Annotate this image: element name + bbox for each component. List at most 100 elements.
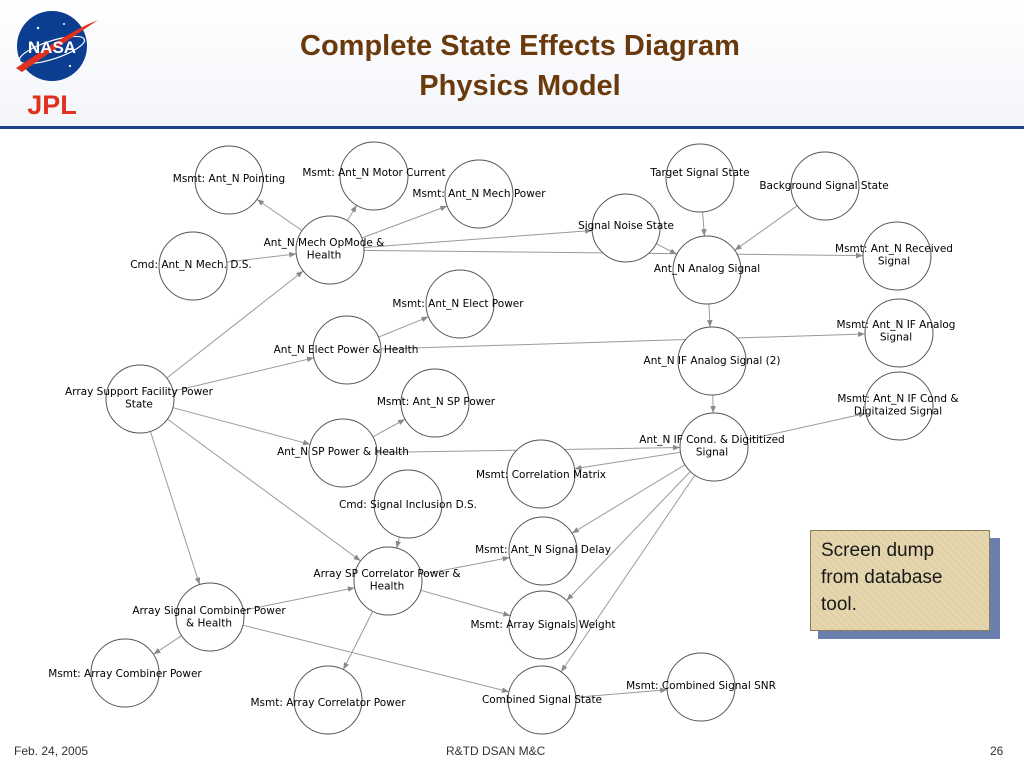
title-line-2: Physics Model — [419, 70, 621, 102]
page-title: Complete State Effects Diagram Physics M… — [170, 26, 870, 106]
edge-n5-n1 — [256, 198, 303, 232]
edge-n28-n12 — [574, 451, 681, 471]
node-circle — [175, 582, 245, 652]
edge-n28-n29 — [747, 412, 866, 441]
diagram-node-n16: Msmt: Array Signals Weight — [470, 590, 616, 660]
diagram-node-n18: Msmt: Array Correlator Power — [250, 665, 406, 735]
node-circle — [105, 364, 175, 434]
node-circle — [506, 439, 576, 509]
edge-n5-n3 — [361, 205, 448, 239]
edge-n13-n16 — [420, 589, 511, 617]
diagram-node-n29: Msmt: Ant_N IF Cond &Digitaized Signal — [837, 371, 959, 441]
node-circle — [425, 269, 495, 339]
nasa-meatball-icon: NASA JPL — [16, 11, 98, 120]
diagram-node-n2: Msmt: Ant_N Motor Current — [302, 141, 446, 211]
node-circle — [295, 215, 365, 285]
node-label: Msmt: Array Correlator Power — [250, 697, 406, 709]
diagram-edges — [149, 198, 866, 698]
edge-n8-n10 — [172, 407, 311, 446]
node-circle — [790, 151, 860, 221]
footer-page-number: 26 — [990, 744, 1004, 758]
edge-n11-n13 — [395, 536, 402, 549]
diagram-node-n21: Target Signal State — [649, 143, 750, 213]
edge-n23-n24 — [655, 243, 678, 255]
jpl-logo-text: JPL — [27, 90, 77, 118]
edge-n28-n14 — [571, 464, 686, 534]
nasa-logo-text: NASA — [28, 38, 76, 57]
node-circle — [90, 638, 160, 708]
edge-n10-n9 — [372, 418, 406, 438]
edge-n13-n18 — [342, 611, 374, 670]
node-circle — [158, 231, 228, 301]
edge-n22-n24 — [734, 205, 798, 251]
node-circle — [665, 143, 735, 213]
edge-n19-n20 — [575, 687, 668, 698]
edge-n8-n7 — [172, 356, 315, 392]
edge-n13-n14 — [421, 556, 510, 575]
node-circle — [666, 652, 736, 722]
node-label: Ant_N SP Power & Health — [277, 446, 409, 458]
node-circle — [194, 145, 264, 215]
node-circle — [308, 418, 378, 488]
diagram-node-n6: Msmt: Ant_N Elect Power — [392, 269, 524, 339]
diagram-node-n5: Ant_N Mech OpMode &Health — [264, 215, 385, 285]
node-circle — [508, 590, 578, 660]
node-label: Cmd: Signal Inclusion D.S. — [339, 499, 477, 511]
node-circle — [293, 665, 363, 735]
header-divider — [0, 126, 1024, 129]
node-circle — [312, 315, 382, 385]
diagram-node-n15: Array Signal Combiner Power& Health — [132, 582, 286, 652]
node-circle — [508, 516, 578, 586]
diagram-node-n11: Cmd: Signal Inclusion D.S. — [339, 469, 477, 539]
node-label: Msmt: Ant_N Motor Current — [302, 167, 445, 179]
diagram-node-n13: Array SP Correlator Power &Health — [313, 546, 461, 616]
note-line-2: from database — [821, 567, 943, 588]
note-line-1: Screen dump — [821, 540, 935, 561]
node-label: Target Signal State — [649, 167, 749, 179]
diagram-node-n1: Msmt: Ant_N Pointing — [173, 145, 285, 215]
node-label: Msmt: Array Combiner Power — [48, 668, 202, 680]
node-label: Msmt: Combined Signal SNR — [626, 680, 776, 692]
nasa-jpl-logo: NASA JPL — [8, 6, 104, 120]
diagram-node-n24: Ant_N Analog Signal — [654, 235, 760, 305]
edge-n7-n27 — [380, 331, 866, 350]
node-label: Msmt: Ant_N Pointing — [173, 173, 285, 185]
diagram-node-n3: Msmt: Ant_N Mech Power — [412, 159, 546, 229]
diagram-node-n7: Ant_N Elect Power & Health — [274, 315, 418, 385]
node-circle — [400, 368, 470, 438]
edge-n8-n15 — [149, 431, 201, 585]
edge-n15-n17 — [153, 635, 182, 655]
edge-n4-n5 — [226, 251, 297, 263]
node-label: Msmt: Ant_N IF Cond &Digitaized Signal — [837, 393, 958, 418]
diagram-node-n20: Msmt: Combined Signal SNR — [626, 652, 776, 722]
node-circle — [353, 546, 423, 616]
node-label: Msmt: Array Signals Weight — [470, 619, 615, 631]
edge-n5-n23 — [363, 228, 593, 248]
node-label: Array SP Correlator Power &Health — [313, 568, 460, 593]
node-circle — [373, 469, 443, 539]
node-label: Signal Noise State — [578, 220, 674, 232]
diagram-nodes: Msmt: Ant_N Pointing Msmt: Ant_N Motor Cu… — [48, 141, 959, 735]
diagram-node-n26: Ant_N IF Analog Signal (2) — [644, 326, 780, 396]
edge-n5-n2 — [346, 204, 358, 222]
node-label: Array Signal Combiner Power& Health — [132, 605, 286, 630]
node-circle — [339, 141, 409, 211]
diagram-node-n14: Msmt: Ant_N Signal Delay — [475, 516, 611, 586]
diagram-node-n9: Msmt: Ant_N SP Power — [377, 368, 496, 438]
title-line-1: Complete State Effects Diagram — [300, 30, 740, 62]
edge-n28-n19 — [560, 474, 696, 673]
edge-n8-n5 — [166, 270, 304, 379]
node-label: Msmt: Ant_N Elect Power — [392, 298, 524, 310]
node-label: Background Signal State — [759, 180, 888, 192]
footer-center-text: R&TD DSAN M&C — [446, 744, 546, 758]
node-label: Ant_N Mech OpMode &Health — [264, 237, 385, 262]
screen-dump-note: Screen dump from database tool. — [810, 530, 990, 631]
node-label: Ant_N Analog Signal — [654, 263, 760, 275]
